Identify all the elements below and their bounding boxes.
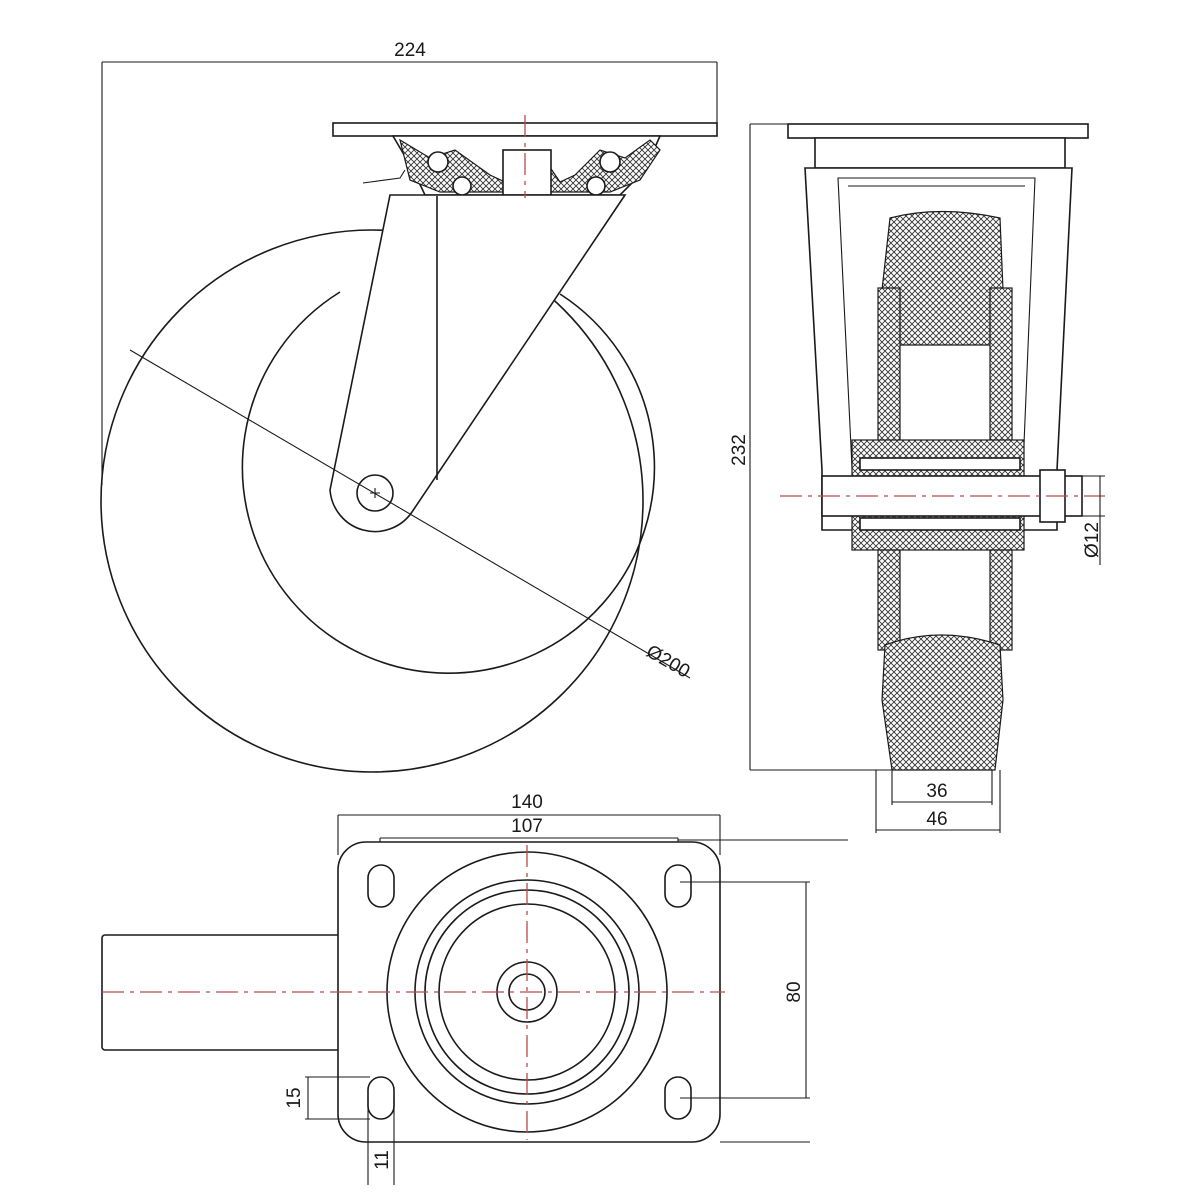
bolt-slot <box>664 864 692 908</box>
hub-upper <box>877 287 901 449</box>
wheel-width-label: 46 <box>926 809 947 830</box>
height-label-232: 232 <box>729 434 750 466</box>
bolt-spacing-x-dimension: 107 <box>379 816 848 868</box>
bolt-spacing-y-dimension: 80 <box>680 881 810 1143</box>
bolt-slot <box>367 864 395 908</box>
wheel-outer-circle <box>100 229 644 773</box>
hub-lower <box>877 549 901 651</box>
swivel-bearing-housing <box>362 135 662 196</box>
width-dimension-224: 224 <box>101 40 718 485</box>
slot-length-dimension: 15 <box>284 1076 370 1120</box>
bolt-spacing-y-label: 80 <box>784 981 805 1002</box>
tread-width-dimension: 36 <box>891 770 993 805</box>
slot-length-label: 15 <box>284 1087 305 1108</box>
width-label-224: 224 <box>394 40 426 61</box>
bolt-slot <box>367 1076 395 1120</box>
top-view: 140 107 <box>101 792 848 1185</box>
tire-lower <box>881 634 1004 771</box>
height-dimension-232: 232 <box>729 123 895 771</box>
axle-diameter-label: Ø12 <box>1082 522 1103 558</box>
wheel-rim-arc <box>241 291 656 674</box>
wheel-diameter-label: Ø200 <box>643 641 694 682</box>
bolt-spacing-x-label: 107 <box>511 816 543 837</box>
front-top-plate <box>787 123 1089 139</box>
plate-width-label: 140 <box>511 792 543 813</box>
front-view: 232 Ø12 <box>729 123 1105 833</box>
slot-width-label: 11 <box>372 1150 393 1170</box>
tread-width-label: 36 <box>926 781 947 802</box>
axle-diameter-dimension: Ø12 <box>1082 475 1105 565</box>
slot-width-dimension: 11 <box>367 1098 395 1185</box>
wheel-width-dimension: 46 <box>875 770 1001 833</box>
plate-width-dimension: 140 <box>337 792 721 855</box>
side-view: 224 Ø200 <box>100 40 718 773</box>
fork-leg <box>329 194 627 533</box>
